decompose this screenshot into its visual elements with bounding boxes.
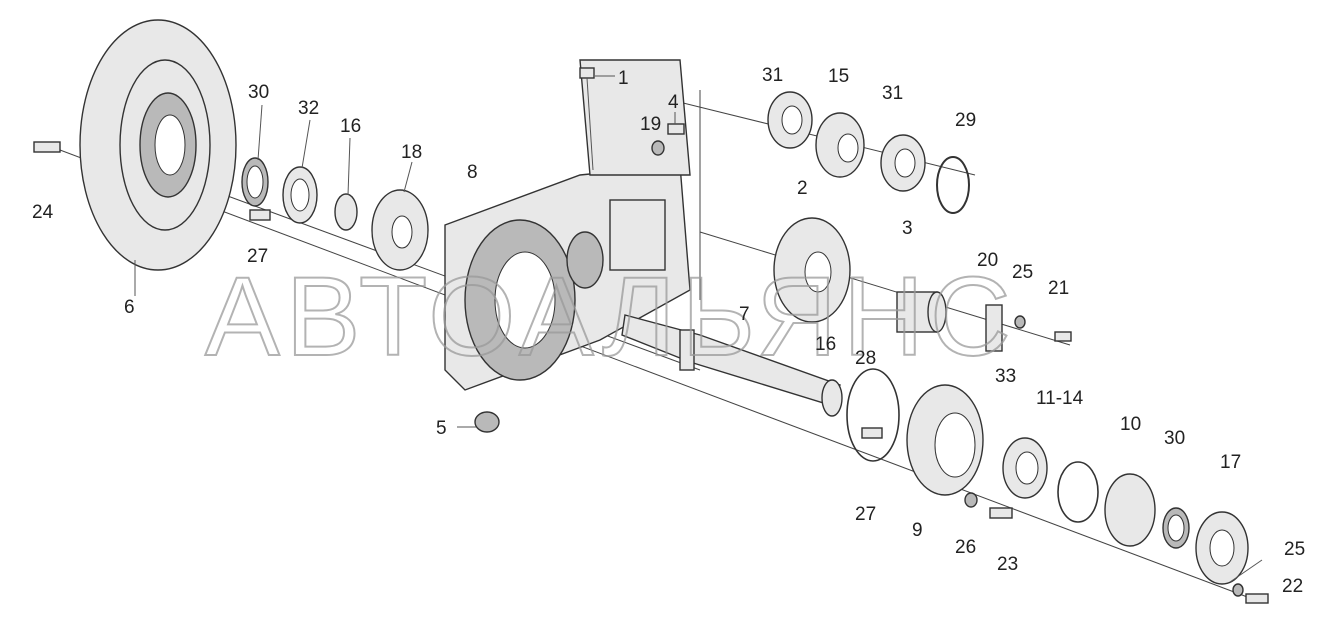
snap-ring-29 <box>936 156 970 214</box>
bolt-22 <box>1245 593 1269 604</box>
callout-24: 24 <box>32 202 54 223</box>
callout-31-right: 31 <box>882 83 903 104</box>
callout-31-left: 31 <box>762 65 783 86</box>
callout-6: 6 <box>124 297 135 318</box>
o-ring-28 <box>846 368 900 462</box>
callout-4: 4 <box>668 92 679 113</box>
washer-25-bottom <box>1232 583 1244 597</box>
callout-28: 28 <box>855 348 876 369</box>
bushing-3 <box>896 291 947 333</box>
ring-16-left <box>334 193 358 231</box>
callout-16-left: 16 <box>340 116 361 137</box>
callout-labels: 1 2 3 4 5 6 7 8 9 10 11-14 15 16 16 17 1… <box>32 65 1305 597</box>
callout-1: 1 <box>618 68 629 89</box>
callout-10: 10 <box>1120 414 1141 435</box>
callout-25-bottom: 25 <box>1284 539 1305 560</box>
bearing-33 <box>1002 437 1048 499</box>
pin-27-right <box>861 427 883 439</box>
callout-17: 17 <box>1220 452 1241 473</box>
bearing-31-right <box>880 134 926 192</box>
housing-cover-9 <box>906 384 984 496</box>
callout-2: 2 <box>797 178 808 199</box>
gear-2 <box>773 217 851 323</box>
bolt-23 <box>989 507 1013 519</box>
callout-15: 15 <box>828 66 849 87</box>
callout-32: 32 <box>298 98 319 119</box>
washer-25-top <box>1014 315 1026 329</box>
callout-27-right: 27 <box>855 504 876 525</box>
callout-30-bottom: 30 <box>1164 428 1185 449</box>
bearing-32 <box>282 166 318 224</box>
callout-23: 23 <box>997 554 1018 575</box>
bolt-21 <box>1054 331 1072 342</box>
callout-22: 22 <box>1282 576 1303 597</box>
callout-7: 7 <box>739 304 750 325</box>
seal-30-left <box>241 157 269 207</box>
callout-19: 19 <box>640 114 661 135</box>
watermark-text: АВТОАЛЬЯНС <box>205 254 1017 379</box>
callout-9: 9 <box>912 520 923 541</box>
dipstick-1 <box>579 67 595 171</box>
callout-25-top: 25 <box>1012 262 1033 283</box>
callout-21: 21 <box>1048 278 1069 299</box>
callout-30-top: 30 <box>248 82 269 103</box>
callout-29: 29 <box>955 110 976 131</box>
washer-26 <box>964 492 978 508</box>
callout-5: 5 <box>436 418 447 439</box>
callout-27-left: 27 <box>247 246 268 267</box>
fitting-4 <box>667 123 685 135</box>
flywheel-disc <box>79 19 237 271</box>
bolt-24 <box>33 141 61 153</box>
gasket-11-14 <box>1057 461 1099 523</box>
callout-3: 3 <box>902 218 913 239</box>
leader-lines <box>134 75 1263 583</box>
washer-19 <box>651 140 665 156</box>
callout-18: 18 <box>401 142 422 163</box>
callout-8: 8 <box>467 162 478 183</box>
gasket-10 <box>1104 473 1156 547</box>
gear-housing <box>444 59 691 391</box>
seal-30-right <box>1162 507 1190 549</box>
plug-5 <box>474 411 500 433</box>
callout-33: 33 <box>995 366 1016 387</box>
ring-16-right <box>821 379 843 417</box>
callout-26: 26 <box>955 537 976 558</box>
callout-20: 20 <box>977 250 998 271</box>
cover-17 <box>1195 511 1249 585</box>
gear-15 <box>815 112 865 178</box>
gear-18 <box>371 189 429 271</box>
callout-11-14: 11-14 <box>1036 388 1084 409</box>
callout-16-right: 16 <box>815 334 836 355</box>
plate-20 <box>985 304 1003 352</box>
pin-27-left <box>249 209 271 221</box>
bearing-31-left <box>767 91 813 149</box>
